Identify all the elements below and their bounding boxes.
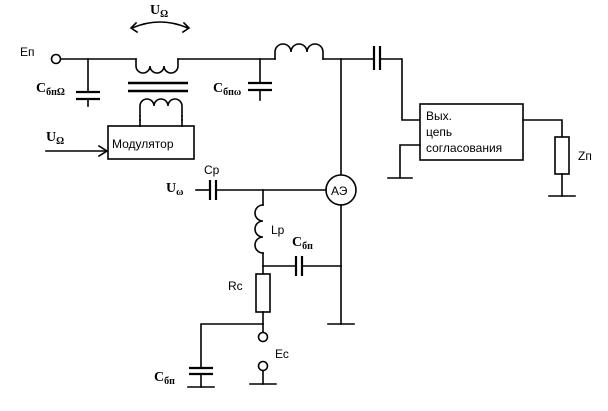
capacitor-cbp-omega-small xyxy=(248,58,272,101)
label-lp: Lp xyxy=(271,223,285,237)
label-cp: Cp xyxy=(204,163,220,177)
label-cbp-bottom: Cбп xyxy=(154,370,175,387)
label-rc: Rc xyxy=(228,279,243,293)
label-out-circuit-1: Вых. xyxy=(426,109,452,123)
line-to-load xyxy=(522,119,563,138)
capacitor-cbp-omega-big xyxy=(76,58,100,107)
coupling-arc-icon xyxy=(130,21,190,30)
label-cbp-mid: Cбп xyxy=(292,235,313,252)
line-to-output xyxy=(379,58,421,121)
en-terminal xyxy=(50,53,62,65)
ec-terminal-top xyxy=(257,331,269,343)
label-zp: Zп xyxy=(578,149,592,163)
label-cbp-omega-small: Cбпω xyxy=(213,81,241,98)
modulator-block xyxy=(107,125,195,160)
transformer-secondary-coil xyxy=(128,89,188,121)
output-matching-circuit xyxy=(419,103,524,161)
label-out-circuit-2: цепь xyxy=(426,125,452,139)
label-ec: Ес xyxy=(275,347,289,361)
label-en: Еп xyxy=(20,45,35,59)
load-resistor-zp xyxy=(554,136,570,175)
transformer-primary-coil xyxy=(128,58,188,85)
capacitor-cbp-bottom xyxy=(189,366,213,376)
label-ae: АЭ xyxy=(331,184,348,198)
capacitor-cp xyxy=(208,180,218,200)
output-ground-wire xyxy=(399,144,421,179)
label-u-omega-small: Uω xyxy=(166,181,183,198)
inductor-top xyxy=(274,43,324,60)
inductor-lp xyxy=(254,204,264,254)
bottom-cbp-wire xyxy=(200,323,264,369)
capacitor-coupling-out xyxy=(372,46,382,70)
resistor-rc xyxy=(255,273,271,313)
ec-terminal-bottom xyxy=(257,360,269,372)
label-modulator: Модулятор xyxy=(112,137,174,151)
label-u-omega-top: UΩ xyxy=(150,3,168,20)
label-u-omega-input: UΩ xyxy=(46,130,64,147)
capacitor-cbp-mid xyxy=(294,256,304,276)
label-out-circuit-3: согласования xyxy=(426,141,502,155)
label-cbp-omega-big: CбпΩ xyxy=(36,81,65,98)
